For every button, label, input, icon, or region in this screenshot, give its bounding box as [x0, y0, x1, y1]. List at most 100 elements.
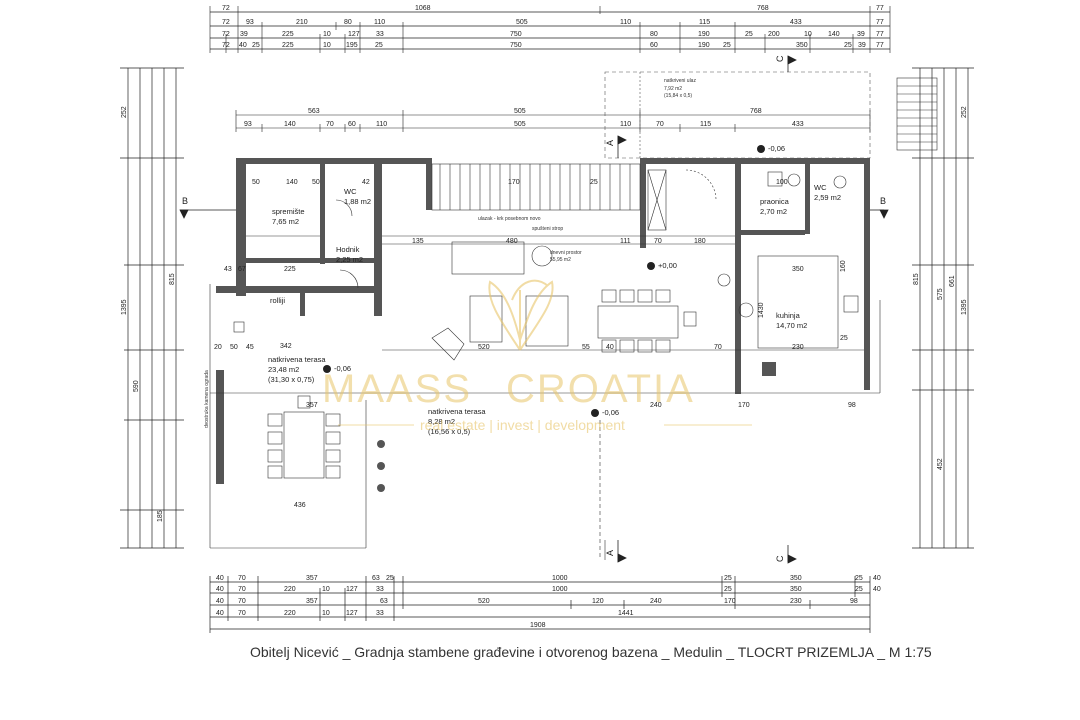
dim-top-3-4: 10 — [323, 42, 331, 49]
section-b-right: B — [880, 196, 886, 206]
dim-top-3-9: 190 — [698, 42, 710, 49]
dim-top-1-8: 433 — [790, 19, 802, 26]
watermark: MAASS CROATIA real estate | invest | dev… — [322, 279, 752, 433]
dim-top-3-14: 77 — [876, 42, 884, 49]
vdim-right-a: 252 — [961, 106, 968, 118]
dim-top-3-13: 39 — [858, 42, 866, 49]
bottom-dimension-chains — [209, 576, 871, 633]
dim-bot-0-5: 1000 — [552, 575, 568, 582]
section-c-top: C — [775, 55, 785, 62]
window-frames — [647, 169, 847, 231]
dim-top-3-0: 72 — [222, 42, 230, 49]
dim-bot-0-2: 357 — [306, 575, 318, 582]
idim-12: 43 — [224, 266, 232, 273]
dim-inner-b-4: 110 — [376, 121, 387, 128]
level-markers: +0,00 -0,06 -0,06 -0,06 — [323, 144, 785, 417]
dim-bot-2-0: 40 — [216, 598, 224, 605]
idim-1: 140 — [286, 179, 298, 186]
dim-inner-b-8: 115 — [700, 121, 711, 128]
idim-7: 25 — [590, 179, 598, 186]
dim-bot-3-3: 10 — [322, 610, 330, 617]
idim-28: 160 — [840, 260, 847, 272]
dim-top-1-5: 505 — [516, 19, 528, 26]
room-hodnik-area: 2,25 m2 — [336, 255, 363, 264]
dim-top-2-2: 225 — [282, 31, 294, 38]
dim-bot-1-4: 127 — [346, 586, 358, 593]
dim-top-2-9: 25 — [745, 31, 753, 38]
dim-bot-0-9: 40 — [873, 575, 881, 582]
dim-bot-2-1: 70 — [238, 598, 246, 605]
idim-9: 111 — [620, 238, 631, 245]
idim-4: 170 — [508, 179, 520, 186]
dim-top-2-4: 127 — [348, 31, 360, 38]
dim-top-2-13: 39 — [857, 31, 865, 38]
dim-bot-0-3: 63 — [372, 575, 380, 582]
dim-bot-3-4: 127 — [346, 610, 358, 617]
dim-top-3-8: 60 — [650, 42, 658, 49]
dim-top-2-1: 39 — [240, 31, 248, 38]
entry-canopy-note: (15,84 x 0,5) — [664, 93, 692, 99]
idim-27: 350 — [792, 266, 804, 273]
idim-11: 180 — [694, 238, 706, 245]
idim-5: 135 — [412, 238, 424, 245]
drawing-title-caption: Obitelj Nicević _ Gradnja stambene građe… — [250, 644, 932, 660]
room-praonica-area: 2,70 m2 — [760, 207, 787, 216]
dim-top-3-2: 25 — [252, 42, 260, 49]
vdim-right-d: 815 — [913, 273, 920, 285]
inner-top-dimension-labels: 563 505 768 93 140 70 60 110 505 110 70 … — [244, 108, 804, 128]
dim-bot-2-8: 230 — [790, 598, 802, 605]
level-terrace-mid: -0,06 — [602, 408, 619, 417]
furniture — [233, 241, 859, 479]
idim-29: 1430 — [758, 302, 765, 318]
vdim-left-c: 590 — [133, 380, 140, 392]
dim-bot-3-6: 1441 — [618, 610, 634, 617]
dim-bot-4-0: 1908 — [530, 622, 546, 629]
dim-top-2-11: 10 — [804, 31, 812, 38]
vdim-left-b: 1395 — [121, 299, 128, 315]
dim-inner-b-7: 70 — [656, 121, 664, 128]
room-dnevni-area: 55,95 m2 — [550, 257, 571, 263]
dim-bot-1-8: 350 — [790, 586, 802, 593]
interior-dimension-labels: 50 140 50 42 170 135 480 25 100 111 70 1… — [214, 179, 856, 509]
vertical-dimension-labels: 252 1395 590 815 185 252 661 1395 815 45… — [121, 106, 968, 522]
dim-top-0-1: 1068 — [415, 5, 431, 12]
dim-bot-1-6: 1000 — [552, 586, 568, 593]
room-dnevni-name: dnevni prostor — [550, 250, 582, 256]
exterior-stairs — [896, 77, 938, 151]
room-labels: spremište 7,65 m2 WC 1,88 m2 Hodnik 2,25… — [204, 183, 841, 436]
section-b-left: B — [182, 196, 188, 206]
dim-inner-a-0: 563 — [308, 108, 320, 115]
room-kuhinja-area: 14,70 m2 — [776, 321, 807, 330]
dim-bot-2-3: 63 — [380, 598, 388, 605]
top-dimension-chains — [209, 6, 891, 53]
idim-31: 50 — [230, 344, 238, 351]
dim-bot-3-0: 40 — [216, 610, 224, 617]
dim-bot-0-6: 25 — [724, 575, 732, 582]
dim-bot-1-7: 25 — [724, 586, 732, 593]
dim-top-3-1: 40 — [239, 42, 247, 49]
room-terasa-left-area: 23,48 m2 — [268, 365, 299, 374]
dim-top-2-3: 10 — [323, 31, 331, 38]
dim-bot-2-4: 520 — [478, 598, 490, 605]
room-terasa-left-note: (31,30 x 0,75) — [268, 375, 315, 384]
bottom-dimension-labels: 40 70 357 63 25 1000 25 350 25 40 40 70 … — [216, 575, 881, 629]
watermark-tagline: real estate | invest | development — [420, 417, 625, 433]
dim-top-2-6: 750 — [510, 31, 522, 38]
section-a-bottom: A — [605, 550, 615, 556]
dim-bot-1-0: 40 — [216, 586, 224, 593]
dim-top-0-3: 77 — [876, 5, 884, 12]
dim-inner-a-2: 768 — [750, 108, 762, 115]
section-a-top: A — [605, 140, 615, 146]
room-wc-right-name: WC — [814, 183, 827, 192]
room-praonica-name: praonica — [760, 197, 790, 206]
dim-top-2-7: 80 — [650, 31, 658, 38]
floor-plan-drawing: 72 1068 768 77 72 93 210 80 110 505 110 … — [120, 5, 974, 633]
idim-30: 20 — [214, 344, 222, 351]
watermark-brand-left: MAASS — [322, 367, 472, 411]
room-terasa-left-name: natkrivena terasa — [268, 355, 326, 364]
dim-top-3-3: 225 — [282, 42, 294, 49]
dim-bot-0-1: 70 — [238, 575, 246, 582]
planters — [377, 362, 776, 492]
dim-top-2-8: 190 — [698, 31, 710, 38]
dim-top-1-3: 80 — [344, 19, 352, 26]
